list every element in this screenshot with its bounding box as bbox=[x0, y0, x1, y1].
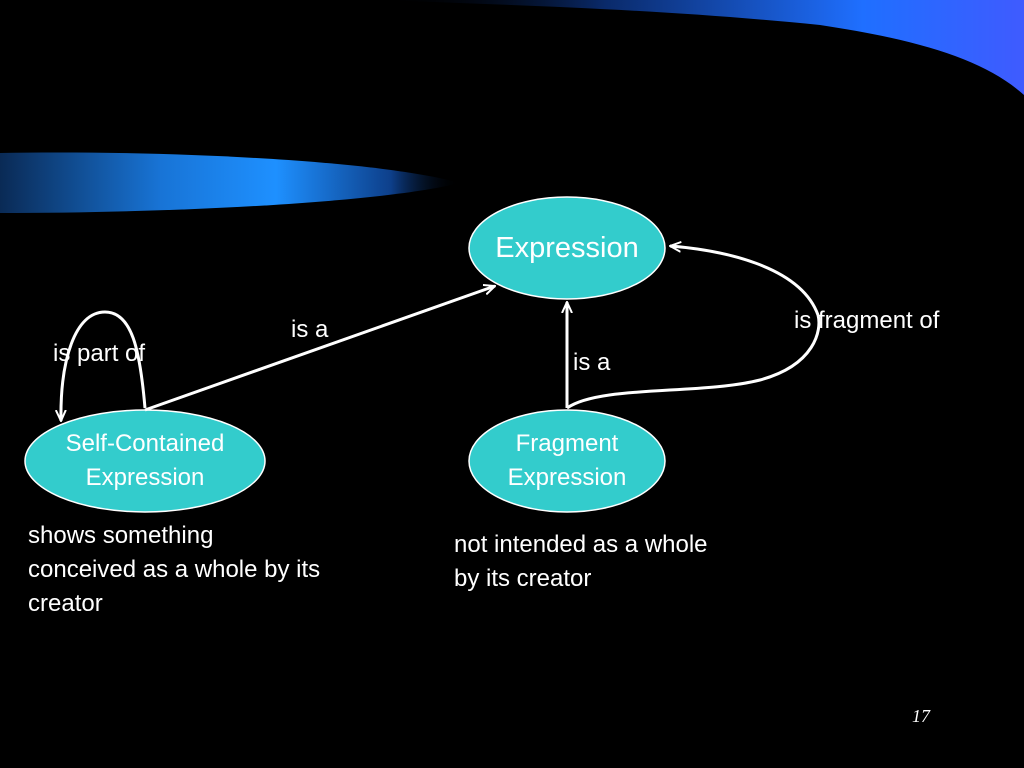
fragment-expression-node: Fragment Expression bbox=[507, 430, 627, 491]
is-part-of-label: is part of bbox=[53, 340, 146, 367]
is-a-label-self: is a bbox=[291, 316, 329, 343]
expression-node: Expression bbox=[495, 231, 639, 264]
expression-node-shape bbox=[468, 196, 666, 300]
page-number: 17 bbox=[912, 706, 930, 726]
fragment-node-shape bbox=[468, 409, 666, 513]
self-contained-description: shows something conceived as a whole by … bbox=[28, 522, 321, 617]
is-fragment-of-label: is fragment of bbox=[794, 307, 940, 334]
left-swoosh bbox=[0, 152, 460, 213]
is-a-arrow-self bbox=[144, 286, 495, 412]
top-swoosh bbox=[380, 0, 1024, 95]
is-a-label-fragment: is a bbox=[573, 349, 611, 376]
fragment-description: not intended as a whole by its creator bbox=[454, 531, 708, 592]
self-contained-expression-node: Self-Contained Expression bbox=[65, 430, 225, 491]
is-part-of-loop-arrow bbox=[61, 310, 147, 421]
is-fragment-of-arrow bbox=[566, 246, 821, 410]
